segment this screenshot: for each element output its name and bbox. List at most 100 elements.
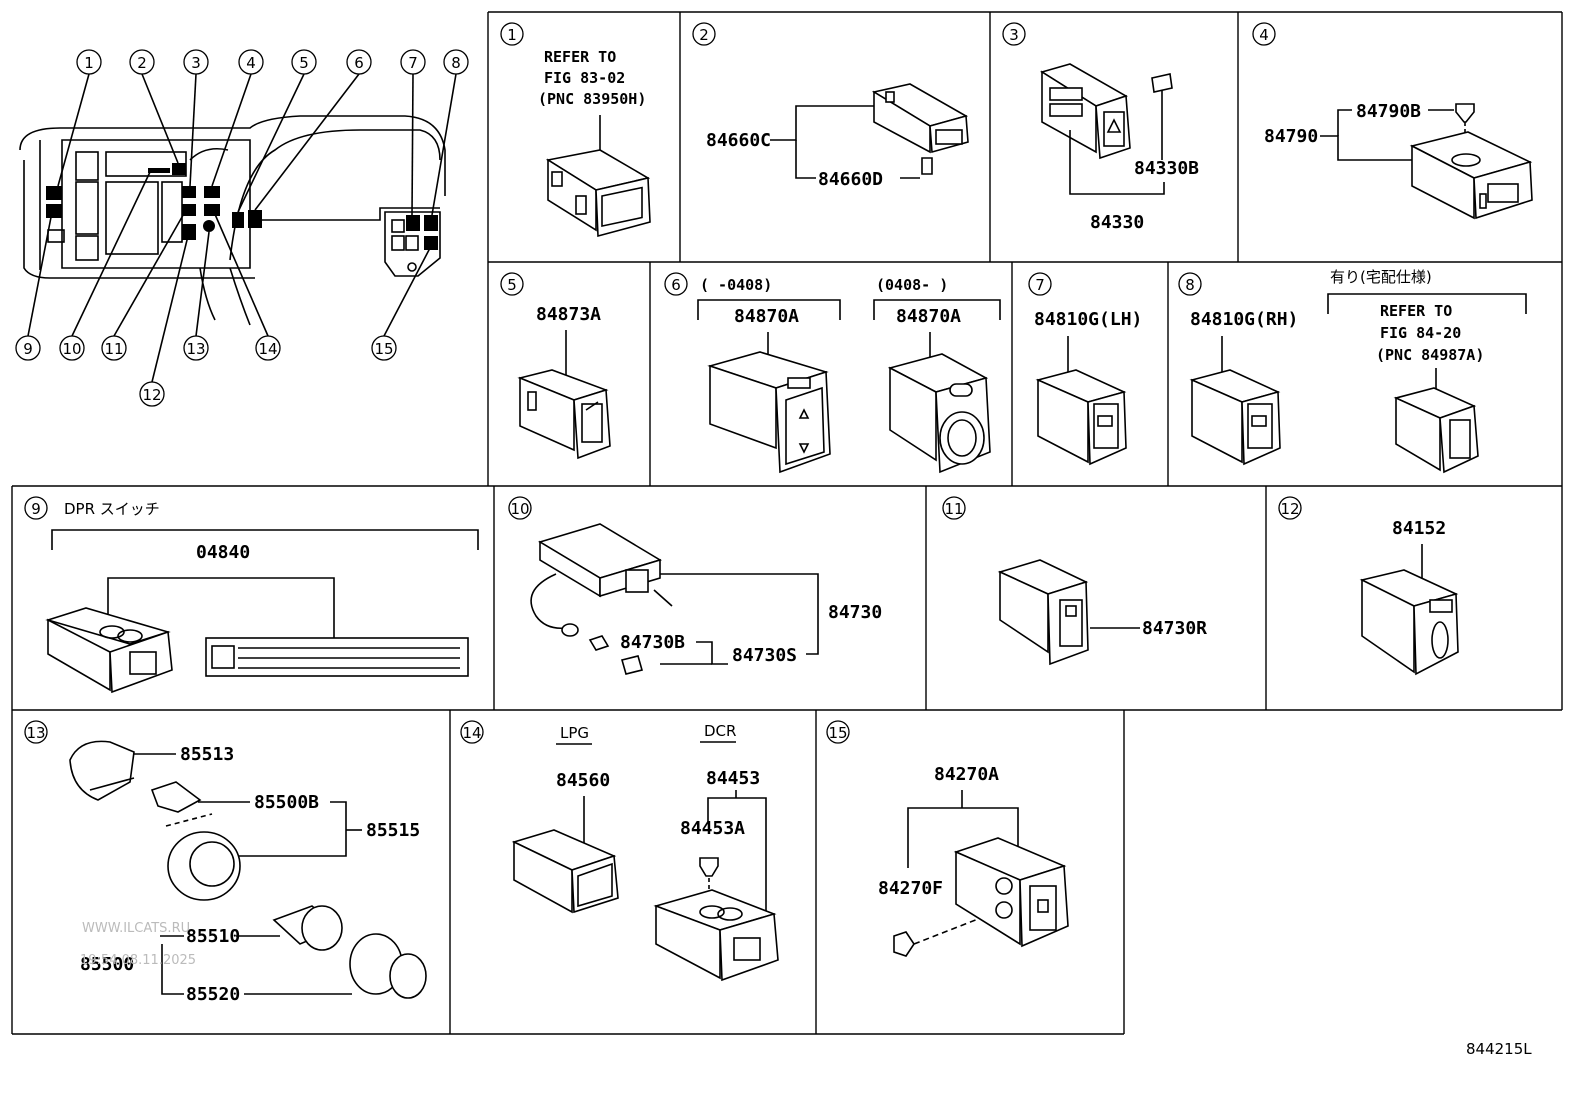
panel-14: LPG DCR 84560 84453 84453A bbox=[511, 722, 779, 982]
switch-location-12 bbox=[182, 224, 196, 240]
panel-8-ref-line2: FIG 84-20 bbox=[1380, 324, 1461, 342]
switch-location-9 bbox=[46, 204, 62, 218]
part-84870A-right: 84870A bbox=[896, 306, 961, 327]
overview-callout-12: 12 bbox=[139, 381, 165, 407]
overview-callout-12-label: 12 bbox=[142, 386, 161, 404]
panel-number-9: 9 bbox=[24, 496, 48, 520]
overview-callout-13-label: 13 bbox=[186, 340, 205, 358]
panel-8-ref-line3: (PNC 84987A) bbox=[1376, 346, 1484, 364]
overview-callout-15-label: 15 bbox=[374, 340, 393, 358]
panel-8-note: 有り(宅配仕様) bbox=[1330, 268, 1432, 286]
part-84790: 84790 bbox=[1264, 126, 1318, 147]
part-84453: 84453 bbox=[706, 768, 760, 789]
panel-number-15: 15 bbox=[826, 720, 850, 744]
panel-15: 84270A 84270F bbox=[878, 764, 1069, 957]
panel-number-3: 3 bbox=[1002, 22, 1026, 46]
part-84870A-left: 84870A bbox=[734, 306, 799, 327]
switch-location-2 bbox=[172, 163, 186, 175]
overview-callout-11: 11 bbox=[101, 335, 127, 361]
panel-number-2-label: 2 bbox=[699, 26, 709, 44]
panel-9-label-strip bbox=[205, 637, 469, 677]
panel-number-4: 4 bbox=[1252, 22, 1276, 46]
panel-6: ( -0408) (0408- ) 84870A 84870A bbox=[697, 276, 1001, 474]
overview-callout-3: 3 bbox=[183, 49, 209, 75]
overview-callout-5: 5 bbox=[291, 49, 317, 75]
panel-number-14-label: 14 bbox=[462, 724, 481, 742]
overview-callout-11-label: 11 bbox=[104, 340, 123, 358]
switch-location-6 bbox=[248, 210, 262, 228]
figure-code: 844215L bbox=[1466, 1040, 1532, 1058]
watermark-line2: 19:54 08.11.2025 bbox=[80, 953, 196, 968]
overview-callout-2: 2 bbox=[129, 49, 155, 75]
panel-number-8: 8 bbox=[1178, 272, 1202, 296]
overview-callout-4-label: 4 bbox=[246, 54, 256, 72]
panel-number-2: 2 bbox=[692, 22, 716, 46]
panel-2: 84660C 84660D bbox=[706, 83, 969, 190]
panel-11-switch-drawing bbox=[997, 559, 1089, 666]
overview-callout-3-label: 3 bbox=[191, 54, 201, 72]
overview-callout-6-label: 6 bbox=[354, 54, 364, 72]
panel-number-10-label: 10 bbox=[510, 500, 529, 518]
panel-number-5: 5 bbox=[500, 272, 524, 296]
part-04840: 04840 bbox=[196, 542, 250, 563]
panel-number-7: 7 bbox=[1028, 272, 1052, 296]
part-84660D: 84660D bbox=[818, 169, 883, 190]
overview-callout-9-label: 9 bbox=[23, 340, 33, 358]
panel-6-left-switch-drawing bbox=[707, 351, 831, 474]
overview-callout-5-label: 5 bbox=[299, 54, 309, 72]
part-84660C: 84660C bbox=[706, 130, 771, 151]
panel-6-right-switch-drawing bbox=[887, 353, 991, 474]
panel-number-11-label: 11 bbox=[944, 500, 963, 518]
panel-9-label: DPR スイッチ bbox=[64, 500, 160, 518]
part-85515: 85515 bbox=[366, 820, 420, 841]
part-85520: 85520 bbox=[186, 984, 240, 1005]
overview-callout-14-label: 14 bbox=[258, 340, 277, 358]
part-84873A: 84873A bbox=[536, 304, 601, 325]
panel-14-dcr-switch-drawing bbox=[653, 889, 779, 982]
panel-8: 有り(宅配仕様) 84810G(RH) REFER TO FIG 84-20 (… bbox=[1189, 268, 1527, 474]
part-84790B: 84790B bbox=[1356, 101, 1421, 122]
panel-8-switch-a-drawing bbox=[1189, 369, 1281, 466]
panel-1-switch-drawing bbox=[545, 149, 651, 238]
overview-callout-2-label: 2 bbox=[137, 54, 147, 72]
overview-callout-10-label: 10 bbox=[62, 340, 81, 358]
panel-9-switch-drawing bbox=[45, 607, 173, 694]
panel-number-3-label: 3 bbox=[1009, 26, 1019, 44]
overview-callout-1-label: 1 bbox=[84, 54, 94, 72]
panel-7: 84810G(LH) bbox=[1034, 309, 1142, 466]
panel-9: DPR スイッチ 04840 bbox=[45, 500, 479, 694]
panel-5-switch-drawing bbox=[517, 369, 611, 460]
panel-8-switch-b-drawing bbox=[1393, 387, 1479, 474]
part-84330: 84330 bbox=[1090, 212, 1144, 233]
panel-frames bbox=[11, 11, 1563, 1035]
panel-6-left-range: ( -0408) bbox=[700, 276, 772, 294]
panel-2-switch-drawing bbox=[871, 83, 969, 154]
overview-callout-13: 13 bbox=[183, 335, 209, 361]
panel-1-ref-line2: FIG 83-02 bbox=[544, 69, 625, 87]
panel-number-8-label: 8 bbox=[1185, 276, 1195, 294]
overview-callout-10: 10 bbox=[59, 335, 85, 361]
panel-number-15-label: 15 bbox=[828, 724, 847, 742]
panel-number-11: 11 bbox=[942, 496, 966, 520]
overview-callout-9: 9 bbox=[15, 335, 41, 361]
panel-8-ref-line1: REFER TO bbox=[1380, 302, 1452, 320]
panel-14-lpg-switch-drawing bbox=[511, 829, 619, 914]
part-84730: 84730 bbox=[828, 602, 882, 623]
switch-location-8 bbox=[424, 215, 438, 231]
part-84730B: 84730B bbox=[620, 632, 685, 653]
panel-5: 84873A bbox=[517, 304, 611, 460]
overview-callout-4: 4 bbox=[238, 49, 264, 75]
switch-location-11 bbox=[182, 204, 196, 216]
panel-number-1: 1 bbox=[500, 22, 524, 46]
panel-7-switch-drawing bbox=[1035, 369, 1127, 466]
dashboard-overview bbox=[19, 73, 457, 383]
part-85500: 85500 bbox=[80, 954, 134, 975]
part-84730R: 84730R bbox=[1142, 618, 1207, 639]
panel-14-label-lpg: LPG bbox=[560, 724, 589, 742]
panel-number-10: 10 bbox=[508, 496, 532, 520]
overview-callout-8-label: 8 bbox=[451, 54, 461, 72]
switch-location-3 bbox=[182, 186, 196, 198]
part-84270F: 84270F bbox=[878, 878, 943, 899]
